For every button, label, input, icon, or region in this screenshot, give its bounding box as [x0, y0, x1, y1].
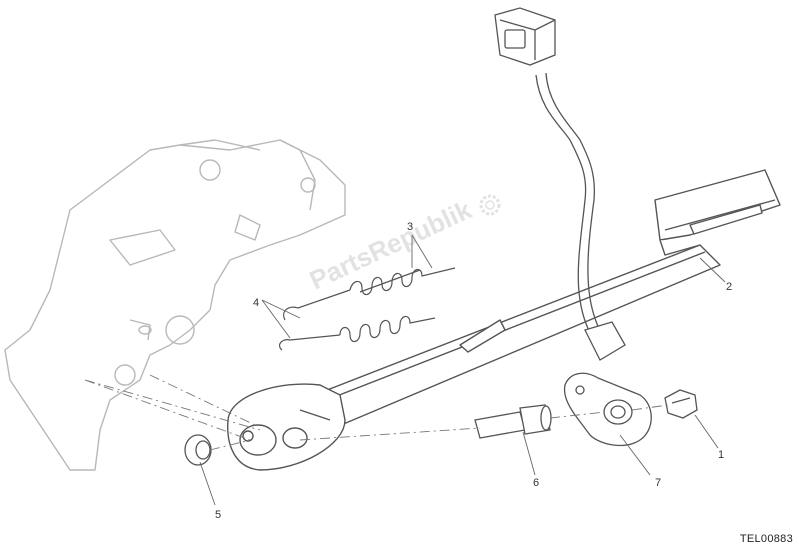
pivot-pin [474, 404, 552, 439]
frame-bracket [4, 139, 346, 471]
callout-4: 4 [253, 297, 259, 309]
spring-lower [278, 315, 436, 351]
connector [494, 7, 556, 66]
bolt [664, 389, 698, 419]
callout-1: 1 [718, 449, 724, 461]
drawing-code: TEL00883 [739, 533, 793, 545]
callout-2: 2 [726, 281, 732, 293]
side-stand [227, 169, 781, 471]
assembly-lines [84, 374, 669, 451]
sensor-cable [535, 72, 607, 346]
callout-5: 5 [215, 509, 221, 521]
washer [184, 434, 212, 466]
gear-icon [479, 194, 501, 216]
callout-7: 7 [655, 477, 661, 489]
callout-3: 3 [407, 221, 413, 233]
callout-6: 6 [533, 477, 539, 489]
callouts: 1 2 3 4 5 6 7 [215, 221, 732, 521]
side-stand-sensor [563, 321, 652, 447]
spring-upper [283, 267, 456, 321]
leader-lines [199, 234, 726, 506]
